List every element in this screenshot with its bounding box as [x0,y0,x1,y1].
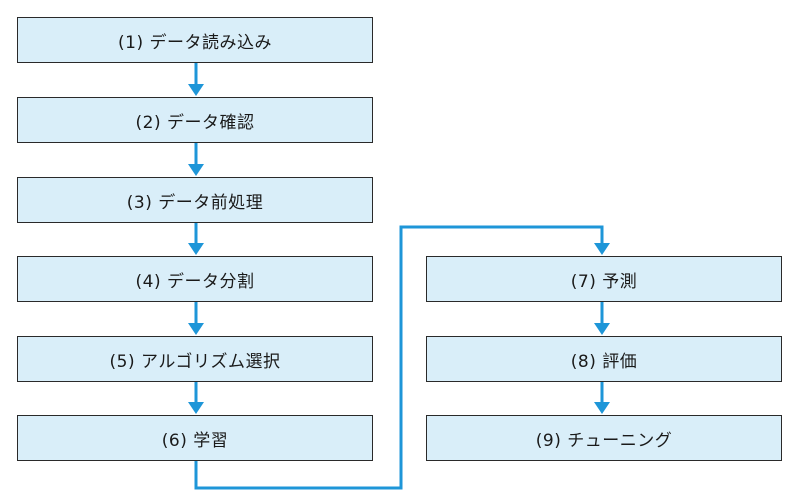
step-data-split: (4) データ分割 [17,256,373,302]
arrow-5-to-6 [188,382,204,414]
arrow-7-to-8 [594,302,610,335]
step-label: (2) データ確認 [135,112,255,133]
step-prediction: (7) 予測 [426,256,782,302]
step-evaluation: (8) 評価 [426,336,782,382]
arrow-8-to-9 [594,382,610,414]
step-algorithm-selection: (5) アルゴリズム選択 [17,336,373,382]
arrow-4-to-5 [188,302,204,335]
step-data-preprocessing: (3) データ前処理 [17,177,373,223]
step-label: (8) 評価 [570,351,638,372]
step-data-check: (2) データ確認 [17,97,373,143]
step-label: (3) データ前処理 [126,192,264,213]
step-label: (7) 予測 [570,271,638,292]
step-label: (1) データ読み込み [118,32,272,53]
arrow-2-to-3 [188,143,204,176]
step-label: (4) データ分割 [135,271,255,292]
step-label: (5) アルゴリズム選択 [109,351,281,372]
step-label: (6) 学習 [161,430,229,451]
step-data-loading: (1) データ読み込み [17,17,373,63]
step-training: (6) 学習 [17,415,373,461]
step-label: (9) チューニング [535,430,673,451]
step-tuning: (9) チューニング [426,415,782,461]
arrow-1-to-2 [188,63,204,96]
arrow-6-to-7 [194,225,610,490]
arrow-3-to-4 [188,223,204,255]
